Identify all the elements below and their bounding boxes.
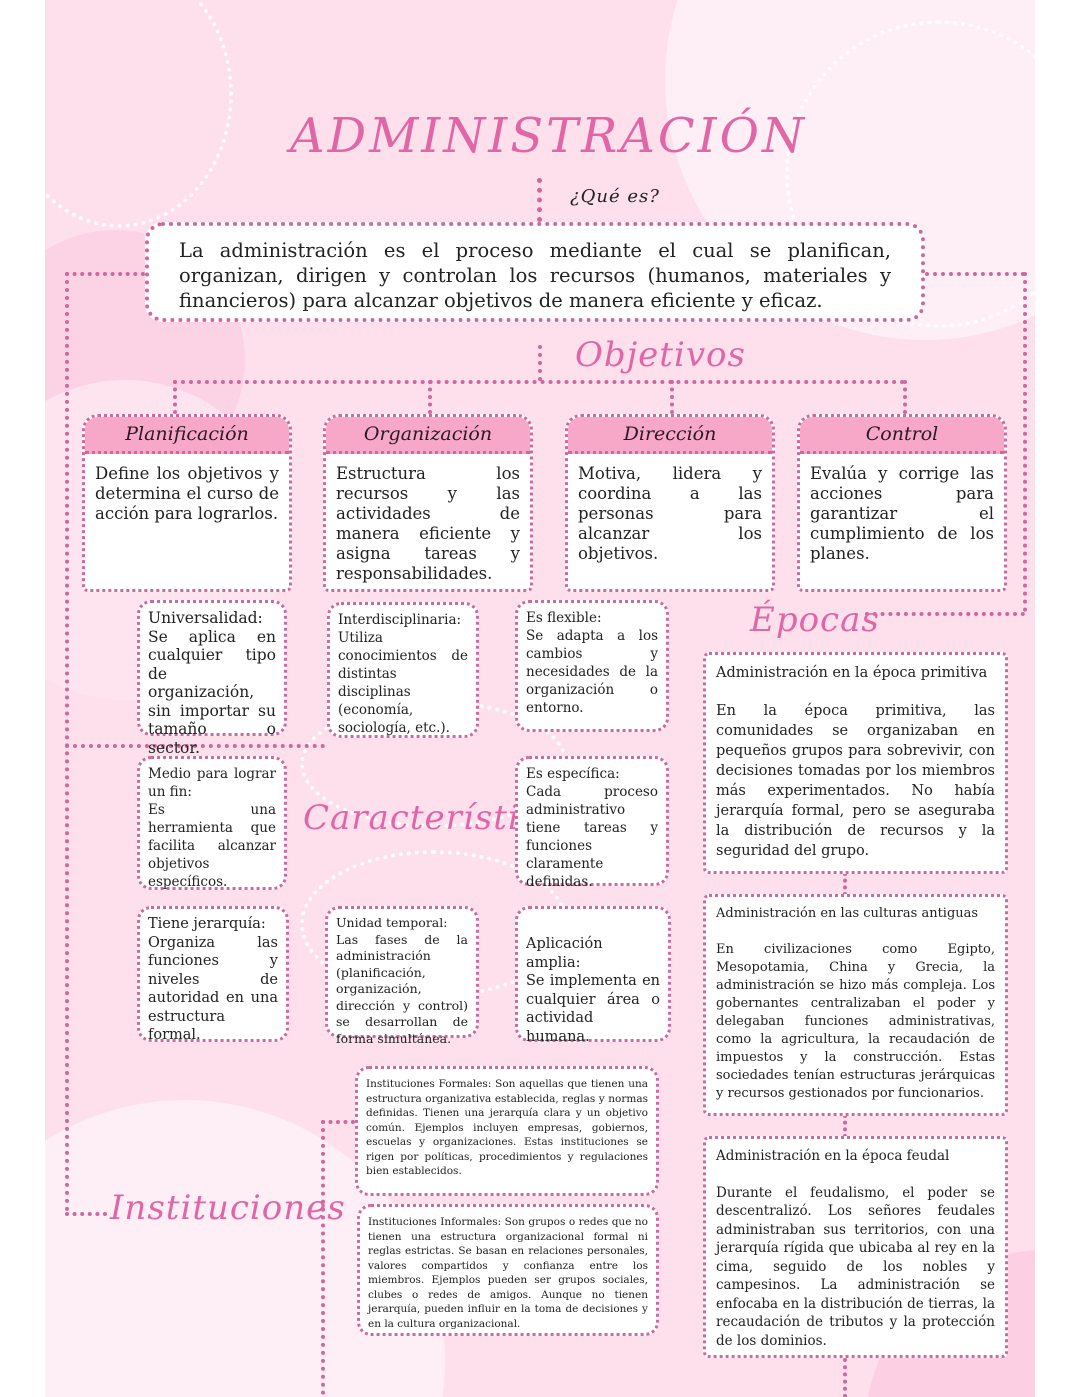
item-title: Unidad temporal: [336,915,448,930]
objetivo-card-organizacion: Organización Estructura los recursos y l… [323,414,533,592]
connector-line [65,272,145,276]
left-spine-connector [65,272,69,1212]
item-text: Se adapta a los cambios y necesidades de… [526,628,658,716]
connector-line [321,1120,325,1395]
item-title: Universalidad: [148,609,263,627]
card-text: Estructura los recursos y las actividade… [336,464,520,583]
item-title: Es flexible: [526,610,602,626]
connector-line [537,178,542,222]
item-text: Se aplica en cualquier tipo de organizac… [148,627,276,757]
item-title: Medio para lograr un fin: [148,766,276,800]
item-title: Interdisciplinaria: [338,612,462,628]
epoca-title: Administración en la época primitiva [716,665,988,681]
right-spine-connector [1023,272,1027,612]
epoca-text: En civilizaciones como Egipto, Mesopotam… [716,942,995,1101]
connector-line [321,1120,355,1124]
decorative-dotted-arc [45,0,233,228]
item-text: Utiliza conocimientos de distintas disci… [338,630,468,736]
epoca-culturas-antiguas: Administración en las culturas antiguas … [703,894,1008,1116]
objetivo-card-control: Control Evalúa y corrige las acciones pa… [797,414,1007,592]
item-text: Instituciones Informales: Son grupos o r… [368,1216,648,1330]
mind-map-page: ADMINISTRACIÓN ¿Qué es? La administració… [45,0,1035,1397]
caracteristica-flexible: Es flexible: Se adapta a los cambios y n… [515,600,669,732]
caracteristica-interdisciplinaria: Interdisciplinaria: Utiliza conocimiento… [327,602,479,738]
item-text: Se implementa en cualquier área o activi… [526,973,660,1045]
caracteristica-medio-para-un-fin: Medio para lograr un fin: Es una herrami… [137,756,287,890]
definition-box: La administración es el proceso mediante… [145,222,925,322]
objetivo-card-planificacion: Planificación Define los objetivos y det… [82,414,292,592]
card-text: Motiva, lidera y coordina a las personas… [578,464,762,563]
epoca-text: En la época primitiva, las comunidades s… [716,703,995,859]
page-title: ADMINISTRACIÓN [290,108,807,164]
item-text: Organiza las funciones y niveles de auto… [148,934,278,1044]
connector-line [843,872,847,896]
card-text: Evalúa y corrige las acciones para garan… [810,464,994,563]
institucion-informal: Instituciones Informales: Son grupos o r… [357,1204,659,1336]
item-text: Es una herramienta que facilita alcanzar… [148,802,276,890]
epocas-label: Épocas [750,600,880,640]
card-text: Define los objetivos y determina el curs… [95,464,279,523]
caracteristica-especifica: Es específica: Cada proceso administrati… [515,756,669,890]
connector-line [173,380,177,414]
caracteristica-aplicacion-amplia: Aplicación amplia: Se implementa en cual… [515,906,671,1045]
epoca-title: Administración en las culturas antiguas [716,906,979,921]
epoca-feudal: Administración en la época feudal Durant… [703,1136,1008,1358]
caracteristica-unidad-temporal: Unidad temporal: Las fases de la adminis… [325,906,479,1046]
caracteristica-universalidad: Universalidad: Se aplica en cualquier ti… [137,600,287,757]
connector-line [843,1114,847,1138]
item-title: Aplicación amplia: [526,936,603,971]
objetivo-card-direccion: Dirección Motiva, lidera y coordina a la… [565,414,775,592]
connector-line [538,345,542,381]
definition-text: La administración es el proceso mediante… [179,239,891,312]
connector-line [903,380,907,414]
institucion-formal: Instituciones Formales: Son aquellas que… [355,1066,659,1196]
item-text: Cada proceso administrativo tiene tareas… [526,784,658,890]
epoca-title: Administración en la época feudal [716,1148,950,1164]
question-label: ¿Qué es? [570,186,660,207]
epoca-text: Durante el feudalismo, el poder se desce… [716,1184,995,1349]
connector-line [925,272,1025,276]
connector-line [65,1212,107,1216]
item-text: Las fases de la administración (planific… [336,931,468,1046]
item-text: Instituciones Formales: Son aquellas que… [366,1078,648,1177]
connector-line [65,744,325,748]
connector-line [428,380,432,414]
objetivos-branch-line [173,380,905,384]
epoca-primitiva: Administración en la época primitiva En … [703,652,1008,874]
caracteristica-jerarquia: Tiene jerarquía: Organiza las funciones … [137,906,289,1044]
connector-line [843,1358,847,1397]
instituciones-label: Instituciones [110,1188,346,1228]
connector-line [670,380,674,414]
card-title: Organización [326,417,530,454]
item-title: Tiene jerarquía: [148,916,266,932]
card-title: Planificación [85,417,289,454]
objetivos-label: Objetivos [575,335,746,375]
card-title: Control [800,417,1004,454]
connector-line [865,612,1025,616]
item-title: Es específica: [526,766,620,782]
card-title: Dirección [568,417,772,454]
